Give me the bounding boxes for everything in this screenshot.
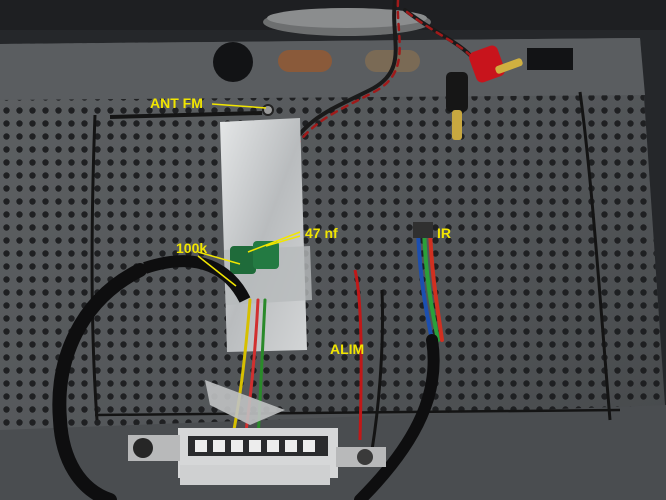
label-capacitor: 47 nf: [305, 225, 338, 241]
alim-red-wire: [353, 269, 363, 441]
label-alim: ALIM: [330, 341, 364, 357]
label-ant-fm: ANT FM: [150, 95, 203, 111]
ir-receiver-wires: [413, 222, 444, 342]
terminal-connector-block: [128, 428, 386, 485]
power-cable-right: [354, 334, 440, 500]
red-banana-plug: [469, 45, 523, 83]
label-ir: IR: [437, 225, 451, 241]
black-banana-plug: [446, 72, 468, 140]
round-hole: [213, 42, 253, 82]
slot-hole: [278, 50, 332, 72]
label-resistor: 100k: [176, 240, 207, 256]
capacitor-component: [230, 241, 279, 274]
fm-antenna-wire: [109, 111, 263, 119]
power-cable-left: [52, 263, 147, 500]
alim-black-wire: [370, 289, 385, 451]
